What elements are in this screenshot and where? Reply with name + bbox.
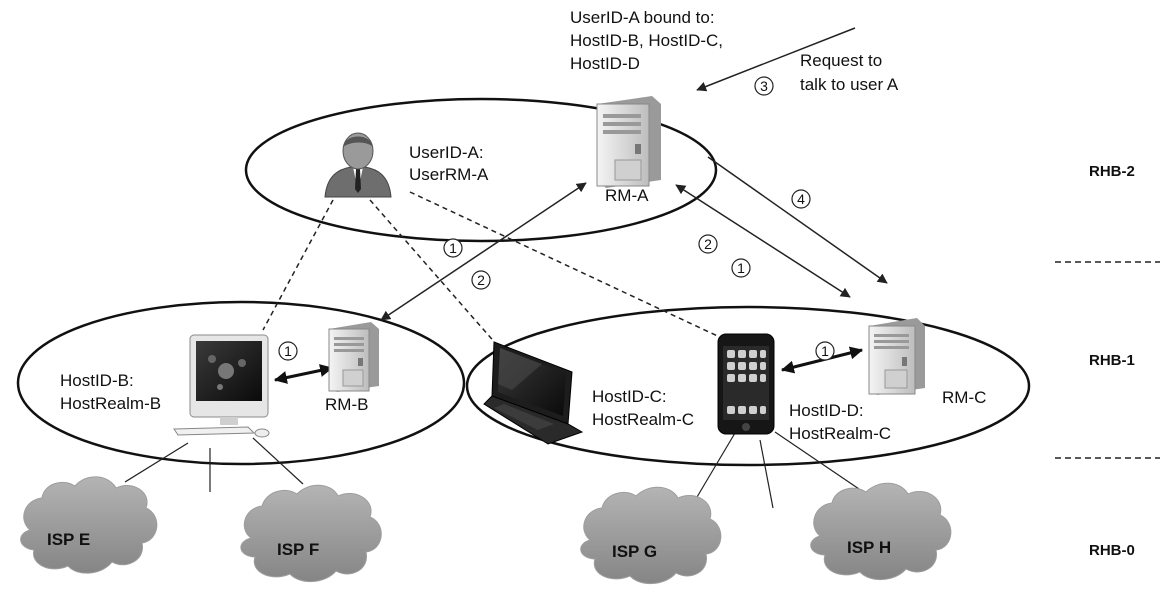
svg-text:4: 4 <box>797 191 805 207</box>
user-label-line1: UserID-A: <box>409 143 484 162</box>
tier-label-rhb2: RHB-2 <box>1089 163 1135 180</box>
host-b-label-line1: HostID-B: <box>60 371 134 390</box>
realm-ellipse-rhb1-right <box>465 305 1031 467</box>
svg-text:2: 2 <box>704 236 712 252</box>
isp-link <box>774 431 863 492</box>
step-marker: 1 <box>731 258 751 278</box>
step-marker: 4 <box>791 189 811 209</box>
isp-f-label: ISP F <box>277 540 319 559</box>
server-icon <box>596 96 661 188</box>
step-marker: 1 <box>815 341 835 361</box>
request-arrow <box>696 27 856 92</box>
binding-line-user-desktop <box>262 199 334 331</box>
smartphone-icon <box>717 333 775 435</box>
tier-label-rhb0: RHB-0 <box>1089 542 1135 559</box>
host-c-label-line1: HostID-C: <box>592 387 667 406</box>
binding-line-user-phone <box>409 191 727 341</box>
server-icon <box>868 318 925 395</box>
svg-text:2: 2 <box>477 272 485 288</box>
isp-link <box>759 439 774 509</box>
desktop-rm-b-arrow <box>273 364 334 384</box>
isp-link <box>252 437 304 485</box>
isp-h-label: ISP H <box>847 538 891 557</box>
cloud-icon <box>20 476 158 574</box>
svg-text:1: 1 <box>284 343 292 359</box>
request-label-line1: Request to <box>800 51 882 70</box>
step-marker: 2 <box>698 234 718 254</box>
request-label-line2: talk to user A <box>800 75 899 94</box>
user-label-line2: UserRM-A <box>409 165 489 184</box>
server-icon <box>328 322 379 392</box>
cloud-icon <box>580 486 722 584</box>
isp-e-label: ISP E <box>47 530 90 549</box>
step-marker: 1 <box>278 341 298 361</box>
svg-text:3: 3 <box>760 78 768 94</box>
rm-b-rm-a-arrow <box>380 182 587 321</box>
tier-label-rhb1: RHB-1 <box>1089 352 1135 369</box>
cloud-icon <box>810 482 952 580</box>
user-icon <box>324 132 392 198</box>
rm-a-rm-c-arrow <box>675 184 851 298</box>
host-d-label-line1: HostID-D: <box>789 401 864 420</box>
rm-a-to-rm-c-forward-arrow <box>707 156 888 284</box>
rm-c-label: RM-C <box>942 388 986 407</box>
svg-text:1: 1 <box>449 240 457 256</box>
host-c-label-line2: HostRealm-C <box>592 410 694 429</box>
step-marker: 3 <box>754 76 774 96</box>
rm-b-label: RM-B <box>325 395 368 414</box>
host-b-label-line2: HostRealm-B <box>60 394 161 413</box>
binding-label-line2: HostID-B, HostID-C, <box>570 31 723 50</box>
realm-ellipse-rhb1-left <box>16 300 466 466</box>
host-d-label-line2: HostRealm-C <box>789 424 891 443</box>
isp-g-label: ISP G <box>612 542 657 561</box>
isp-link <box>696 432 736 498</box>
step-marker: 1 <box>443 238 463 258</box>
isp-link <box>124 442 189 483</box>
binding-label-line1: UserID-A bound to: <box>570 8 715 27</box>
binding-label-line3: HostID-D <box>570 54 640 73</box>
desktop-computer-icon <box>173 334 270 438</box>
cloud-icon <box>240 484 382 582</box>
svg-text:1: 1 <box>821 343 829 359</box>
svg-text:1: 1 <box>737 260 745 276</box>
laptop-icon <box>483 341 584 445</box>
rm-a-label: RM-A <box>605 186 649 205</box>
step-marker: 2 <box>471 270 491 290</box>
